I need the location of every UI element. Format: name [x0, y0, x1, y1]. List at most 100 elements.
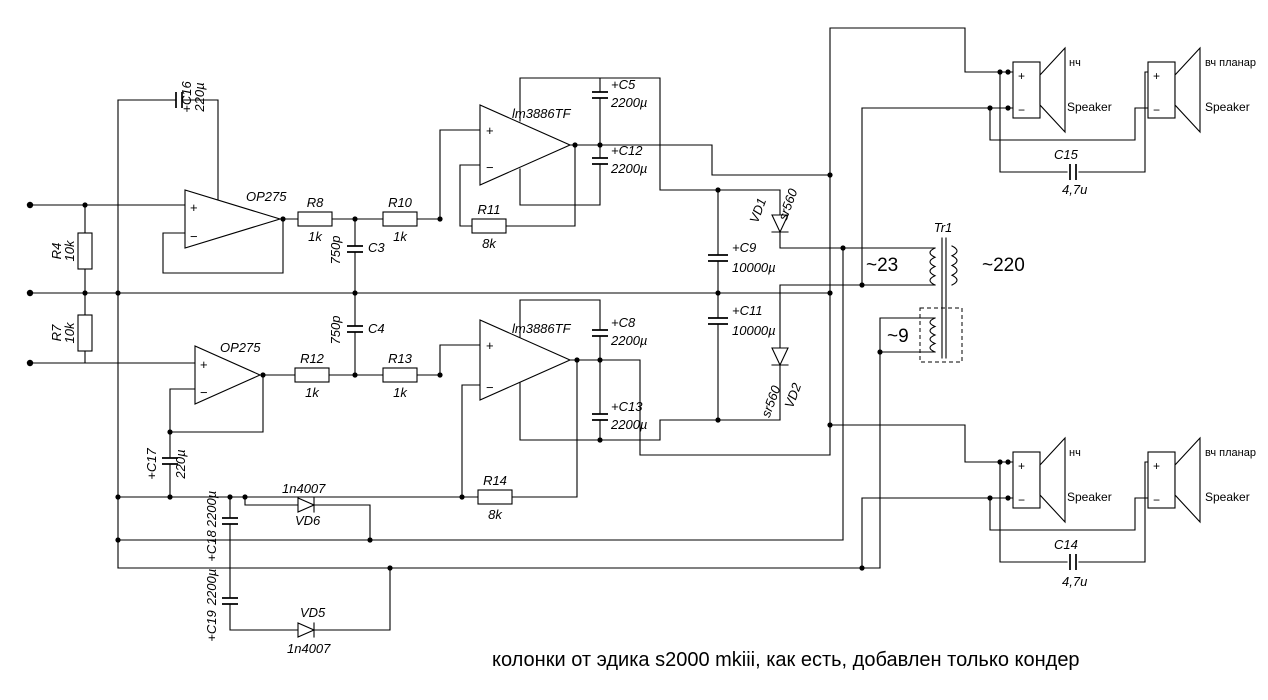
speaker-plus: +: [1153, 69, 1160, 83]
speaker-tweeter-bottom: + − вч планар Speaker: [1147, 436, 1256, 524]
resistor-r8: R8 1k: [297, 195, 333, 244]
r8-value: 1k: [308, 229, 323, 244]
woofer-type-label: нч: [1069, 57, 1081, 69]
resistor-body: [477, 489, 513, 505]
c8-name: +C8: [611, 315, 636, 330]
wire-speakers-bottom: [829, 424, 1149, 563]
mains-voltage-label: ~220: [982, 255, 1025, 276]
speaker-minus: −: [1153, 493, 1160, 507]
speaker-minus: −: [1153, 103, 1160, 117]
vd5-name: VD5: [300, 605, 326, 620]
wire-bottom-left: [117, 431, 881, 631]
r7-value: 10k: [62, 321, 77, 343]
resistor-body: [297, 211, 333, 227]
speaker-cone: [1039, 436, 1066, 524]
resistor-r12: R12 1k: [294, 351, 330, 400]
speaker-tweeter-top: + − вч планар Speaker: [1147, 46, 1256, 134]
op1-plus: +: [190, 200, 198, 215]
speaker-driver: [1012, 61, 1041, 119]
c12-name: +C12: [611, 143, 643, 158]
vd6-value: 1n4007: [282, 481, 326, 496]
wire-amp2: [461, 299, 831, 498]
wires: [29, 27, 1149, 631]
tweeter-type-label: вч планар: [1205, 57, 1256, 69]
speaker-label: Speaker: [1205, 100, 1250, 114]
c4-name: C4: [368, 321, 385, 336]
junction-dots: [26, 69, 1011, 571]
power-amp-ic2: + − lm3886TF: [479, 319, 572, 401]
caption-text: колонки от эдика s2000 mkiii, как есть, …: [492, 649, 1080, 671]
c11-value: 10000µ: [732, 323, 776, 338]
speaker-cone: [1039, 46, 1066, 134]
aux-winding-box: [919, 307, 963, 363]
c14-name: C14: [1054, 537, 1078, 552]
speaker-plus: +: [1018, 69, 1025, 83]
speaker-plus: +: [1153, 459, 1160, 473]
c5-value: 2200µ: [610, 95, 647, 110]
ic2-plus: +: [486, 338, 494, 353]
r14-value: 8k: [488, 507, 503, 522]
r11-name: R11: [478, 202, 501, 217]
resistor-body: [471, 218, 507, 234]
resistor-r7: R7 10k: [49, 314, 93, 352]
r11-value: 8k: [482, 236, 497, 251]
secondary-voltage-label: ~23: [866, 255, 898, 276]
ic1-minus: −: [486, 160, 494, 175]
wire-inputs-rails: [29, 99, 831, 569]
diode-vd5: VD5 1n4007: [287, 605, 331, 656]
r13-value: 1k: [393, 385, 408, 400]
ic2-minus: −: [486, 380, 494, 395]
r10-value: 1k: [393, 229, 408, 244]
ic1-label: lm3886TF: [512, 106, 572, 121]
opamp-op2: + − OP275: [194, 340, 262, 405]
tr1-label: Tr1: [934, 220, 953, 235]
speaker-plus: +: [1018, 459, 1025, 473]
speaker-label: Speaker: [1067, 490, 1112, 504]
speaker-minus: −: [1018, 103, 1025, 117]
c3-name: C3: [368, 240, 385, 255]
vd6-name: VD6: [295, 513, 321, 528]
resistor-body: [382, 367, 418, 383]
aux-winding: [929, 317, 937, 353]
wire-amp1: [459, 77, 831, 227]
diode-triangle: [297, 622, 316, 638]
resistor-body: [77, 232, 93, 270]
primary-winding: [929, 247, 937, 286]
speaker-driver: [1012, 451, 1041, 509]
op2-plus: +: [200, 357, 208, 372]
resistor-r11: R11 8k: [471, 202, 507, 251]
diode-vd2: VD2 sr560: [758, 347, 804, 419]
c15-value: 4,7u: [1062, 182, 1087, 197]
amp-triangle: [479, 319, 572, 401]
wire-c16: [117, 99, 219, 201]
c17-value: 220µ: [173, 449, 188, 479]
r13-name: R13: [388, 351, 413, 366]
r7-name: R7: [49, 324, 64, 341]
c8-value: 2200µ: [610, 333, 647, 348]
speaker-cone: [1174, 436, 1201, 524]
capacitor-labels: +C16 220µ C3 750p C4 750p +C5 2200µ +C12…: [144, 77, 1087, 642]
r14-name: R14: [483, 473, 507, 488]
aux-voltage-label: ~9: [887, 326, 909, 347]
r4-name: R4: [49, 243, 64, 260]
woofer-type-label: нч: [1069, 447, 1081, 459]
c18-name: +C18: [204, 530, 219, 562]
capacitor-plates: [162, 91, 1077, 605]
c17-name: +C17: [144, 448, 159, 480]
op2-minus: −: [200, 385, 208, 400]
vd1-name: VD1: [746, 196, 769, 225]
op1-label: OP275: [246, 189, 287, 204]
op2-label: OP275: [220, 340, 261, 355]
ic1-plus: +: [486, 123, 494, 138]
opamp-triangle: [184, 189, 282, 249]
diode-vd6: 1n4007 VD6: [282, 481, 326, 528]
diode-triangle: [771, 214, 789, 234]
c15-name: C15: [1054, 147, 1079, 162]
r10-name: R10: [388, 195, 413, 210]
op1-minus: −: [190, 229, 198, 244]
resistor-body: [382, 211, 418, 227]
c9-name: +C9: [732, 240, 756, 255]
wire-speakers-top: [829, 27, 1149, 456]
